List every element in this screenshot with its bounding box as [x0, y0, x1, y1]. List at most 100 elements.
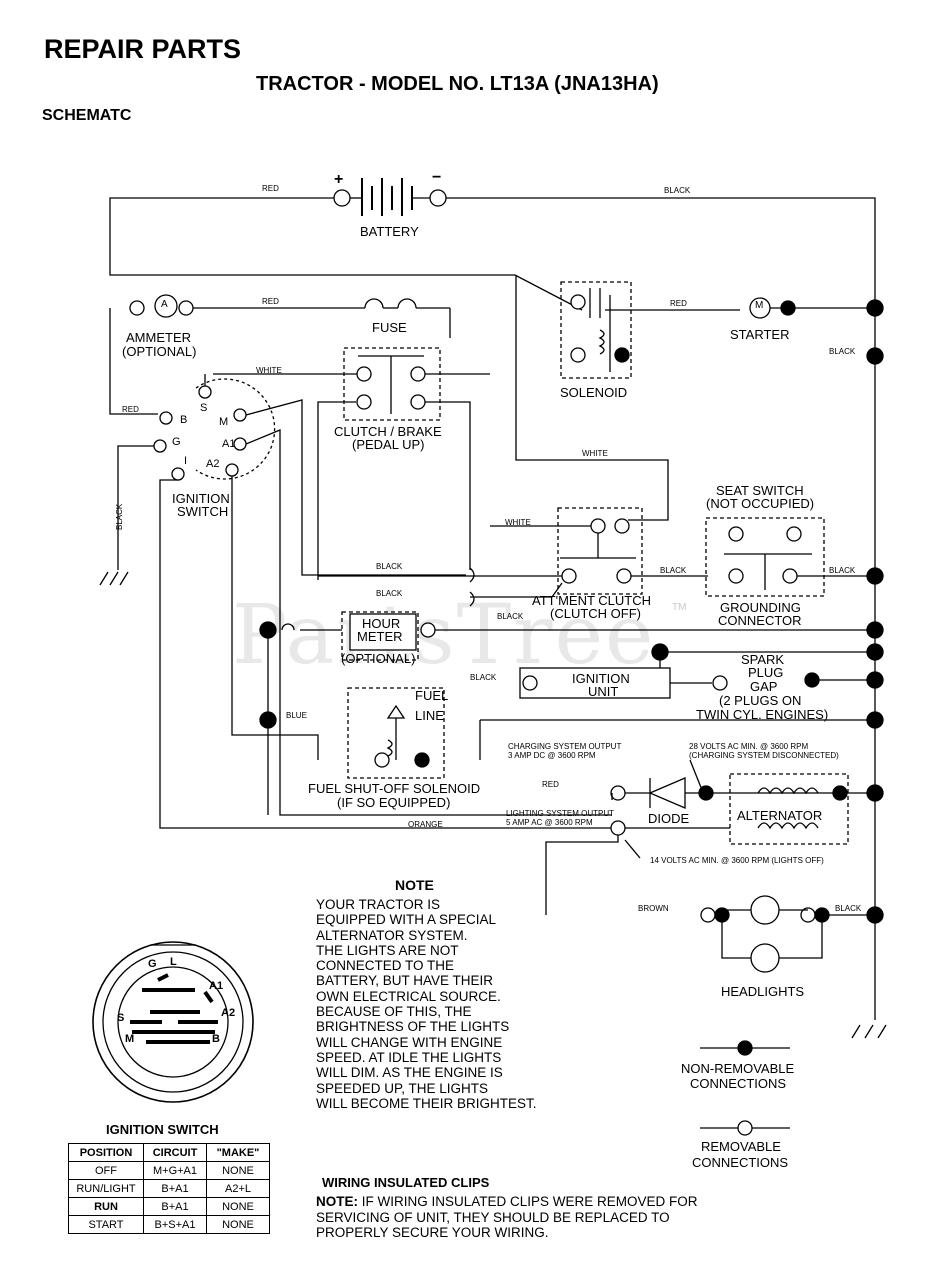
hour-meter-label: HOUR — [362, 616, 401, 631]
lights-off-note: 14 VOLTS AC MIN. @ 3600 RPM (LIGHTS OFF) — [650, 856, 824, 865]
ign-terminal-b: B — [180, 414, 188, 426]
fuel-line-label-2: LINE — [415, 708, 444, 723]
note-line: BRIGHTNESS OF THE LIGHTS — [316, 1019, 510, 1035]
ignition-dial — [92, 941, 254, 1103]
grounding-connector-label-2: CONNECTOR — [718, 613, 802, 628]
ign-terminal-m: M — [219, 416, 229, 428]
headlights-label: HEADLIGHTS — [721, 984, 805, 999]
ign-terminal-g: G — [172, 436, 181, 448]
wire-label-black-top: BLACK — [664, 186, 691, 195]
wire-label-blue: BLUE — [286, 711, 307, 720]
ammeter-label: AMMETER — [126, 330, 191, 345]
ignition-unit-label-2: UNIT — [588, 684, 619, 699]
clips-title: WIRING INSULATED CLIPS — [322, 1175, 490, 1190]
note-line: EQUIPPED WITH A SPECIAL — [316, 912, 497, 928]
clutch-brake-switch — [343, 347, 441, 421]
battery-symbol — [333, 178, 447, 216]
dial-label-a2: A2 — [221, 1007, 236, 1019]
headlights-symbol — [700, 895, 830, 973]
table-cell: OFF — [68, 1161, 144, 1180]
ignition-table: POSITION CIRCUIT "MAKE" OFF M+G+A1 NONE … — [68, 1143, 270, 1234]
table-cell: NONE — [206, 1197, 270, 1216]
wire-label-black-seat-left: BLACK — [660, 566, 687, 575]
wire-label-white-att: WHITE — [505, 518, 531, 527]
table-cell: A2+L — [206, 1179, 270, 1198]
charging-volts-note-2: (CHARGING SYSTEM DISCONNECTED) — [689, 751, 839, 760]
fuel-line-label: FUEL — [415, 688, 449, 703]
table-header-row: POSITION CIRCUIT "MAKE" — [68, 1143, 270, 1162]
wire-label-black-starter: BLACK — [829, 347, 856, 356]
wire-label-black-att2: BLACK — [376, 589, 403, 598]
starter-label: STARTER — [730, 327, 790, 342]
ignition-switch-label-2: SWITCH — [177, 504, 229, 519]
charging-volts-note: 28 VOLTS AC MIN. @ 3600 RPM — [689, 742, 809, 751]
wire-label-orange: ORANGE — [408, 820, 443, 829]
dial-label-l: L — [170, 956, 177, 968]
spark-plug-label-2: PLUG — [748, 665, 784, 680]
wire-label-black-seat-right: BLACK — [829, 566, 856, 575]
wire-label-white-solenoid: WHITE — [582, 449, 608, 458]
note-line: SPEEDED UP, THE LIGHTS — [316, 1080, 489, 1096]
spark-plug-label: SPARK — [741, 652, 785, 667]
seat-switch — [705, 517, 825, 597]
clips-line-text: IF WIRING INSULATED CLIPS WERE REMOVED F… — [358, 1194, 698, 1209]
note-body: YOUR TRACTOR IS EQUIPPED WITH A SPECIAL … — [316, 897, 576, 1111]
wire-label-black-ign-unit: BLACK — [470, 673, 497, 682]
solenoid-label: SOLENOID — [560, 385, 628, 400]
table-cell: RUN/LIGHT — [68, 1179, 144, 1198]
clips-line: NOTE: IF WIRING INSULATED CLIPS WERE REM… — [316, 1194, 698, 1210]
fuse-symbol — [364, 298, 417, 309]
attachment-clutch-sub-label: (CLUTCH OFF) — [550, 606, 641, 621]
spark-plug-gap-label: GAP — [750, 679, 778, 694]
ign-terminal-s: S — [200, 402, 208, 414]
grounding-connector-label: GROUNDING — [720, 600, 801, 615]
note-line: SPEED. AT IDLE THE LIGHTS — [316, 1049, 502, 1065]
table-cell: NONE — [206, 1215, 270, 1234]
seat-switch-label: SEAT SWITCH — [716, 483, 804, 498]
table-cell: START — [68, 1215, 144, 1234]
ignition-table-title: IGNITION SWITCH — [106, 1122, 219, 1137]
wire-label-black-ground: BLACK — [115, 503, 124, 530]
model-subtitle: TRACTOR - MODEL NO. LT13A (JNA13HA) — [256, 73, 659, 95]
wire-label-brown: BROWN — [638, 904, 669, 913]
legend-removable-2: CONNECTIONS — [692, 1155, 789, 1170]
note-line: THE LIGHTS ARE NOT — [316, 942, 459, 958]
fuse-label: FUSE — [372, 320, 407, 335]
ignition-unit-box — [519, 667, 671, 699]
battery-minus-label: − — [432, 169, 442, 186]
clutch-brake-sub-label: (PEDAL UP) — [352, 437, 425, 452]
table-cell: B+S+A1 — [143, 1215, 207, 1234]
wire-label-black-headlight: BLACK — [835, 904, 862, 913]
alternator-symbol — [729, 773, 849, 845]
starter-symbol-label: M — [755, 300, 764, 311]
note-line: ALTERNATOR SYSTEM. — [316, 927, 468, 943]
clutch-brake-label: CLUTCH / BRAKE — [334, 424, 442, 439]
table-row: RUN/LIGHT B+A1 A2+L — [68, 1179, 270, 1198]
clips-line: SERVICING OF UNIT, THEY SHOULD BE REPLAC… — [316, 1209, 670, 1225]
column-header: "MAKE" — [206, 1143, 270, 1162]
spark-plug-note-2: TWIN CYL. ENGINES) — [696, 707, 829, 722]
lighting-output-value: 5 AMP AC @ 3600 RPM — [506, 818, 593, 827]
clips-note-label: NOTE: — [316, 1194, 358, 1209]
page-title: REPAIR PARTS — [44, 34, 242, 64]
ignition-unit-label: IGNITION — [572, 671, 630, 686]
fuel-solenoid-sub-label: (IF SO EQUIPPED) — [337, 795, 451, 810]
legend-removable: REMOVABLE — [701, 1139, 781, 1154]
spark-plug-note: (2 PLUGS ON — [719, 693, 802, 708]
ignition-switch-symbol — [153, 378, 276, 481]
battery-label: BATTERY — [360, 224, 419, 239]
fuel-solenoid-label: FUEL SHUT-OFF SOLENOID — [308, 781, 481, 796]
dial-label-b: B — [212, 1033, 220, 1045]
wire-red-battery — [109, 197, 583, 311]
ammeter-symbol — [154, 294, 178, 318]
table-row: OFF M+G+A1 NONE — [68, 1161, 270, 1180]
charging-output-value: 3 AMP DC @ 3600 RPM — [508, 751, 596, 760]
note-line: CONNECTED TO THE — [316, 958, 455, 974]
section-label: SCHEMATC — [42, 107, 132, 124]
dial-label-s: S — [117, 1012, 125, 1024]
hour-meter-sub-label: (OPTIONAL) — [341, 651, 416, 666]
clips-line: PROPERLY SECURE YOUR WIRING. — [316, 1225, 549, 1240]
watermark: PartsTree — [232, 588, 656, 683]
table-row: RUN B+A1 NONE — [68, 1197, 270, 1216]
wire-label-red-charge: RED — [542, 780, 559, 789]
